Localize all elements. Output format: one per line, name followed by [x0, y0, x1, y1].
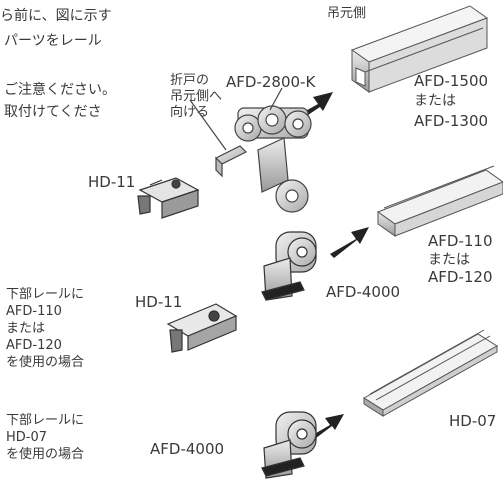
intro-line-4: 取付けてくださ: [4, 104, 102, 120]
case2-line-2: HD-07: [6, 430, 48, 445]
rail-afd1500-top: [350, 5, 489, 93]
case2-line-3: を使用の場合: [6, 447, 85, 462]
case2-line-1: 下部レールに: [6, 413, 85, 428]
label-afd120: AFD-120: [428, 268, 493, 286]
part-afd2800k: [189, 87, 312, 213]
label-afd4000-mid: AFD-4000: [326, 283, 401, 301]
label-afd1500-or: または: [414, 93, 456, 109]
part-hd11-mid: [166, 303, 238, 353]
part-afd4000-bottom: [261, 411, 317, 479]
label-afd110: AFD-110: [428, 232, 493, 250]
label-hd07: HD-07: [449, 412, 497, 430]
intro-line-2: パーツをレール: [4, 33, 102, 49]
label-afd1300: AFD-1300: [414, 112, 489, 130]
arrow-middle: [330, 227, 369, 258]
label-fold-3: 向ける: [170, 105, 210, 120]
label-hinge-side: 吊元側: [327, 6, 367, 21]
case1-line-3: または: [6, 321, 46, 336]
label-afd1500: AFD-1500: [414, 72, 489, 90]
label-fold-2: 吊元側へ: [170, 89, 223, 104]
part-hd11-top: [137, 177, 200, 219]
part-afd4000-mid: [261, 231, 317, 301]
case1-line-4: AFD-120: [6, 338, 62, 353]
label-afd110-or: または: [428, 252, 470, 268]
intro-line-1: ら前に、図に示す: [0, 8, 112, 24]
case1-line-2: AFD-110: [6, 304, 62, 319]
intro-line-3: ご注意ください。: [4, 82, 116, 98]
rail-hd07-bottom: [363, 329, 498, 417]
label-afd2800k: AFD-2800-K: [226, 73, 316, 91]
label-afd4000-bottom: AFD-4000: [150, 440, 225, 458]
case1-line-5: を使用の場合: [6, 355, 85, 370]
case1-line-1: 下部レールに: [6, 287, 85, 302]
label-hd11-top: HD-11: [88, 173, 136, 191]
label-fold-1: 折戸の: [170, 73, 210, 88]
label-hd11-mid: HD-11: [135, 293, 183, 311]
rail-afd110-middle: [376, 165, 503, 237]
